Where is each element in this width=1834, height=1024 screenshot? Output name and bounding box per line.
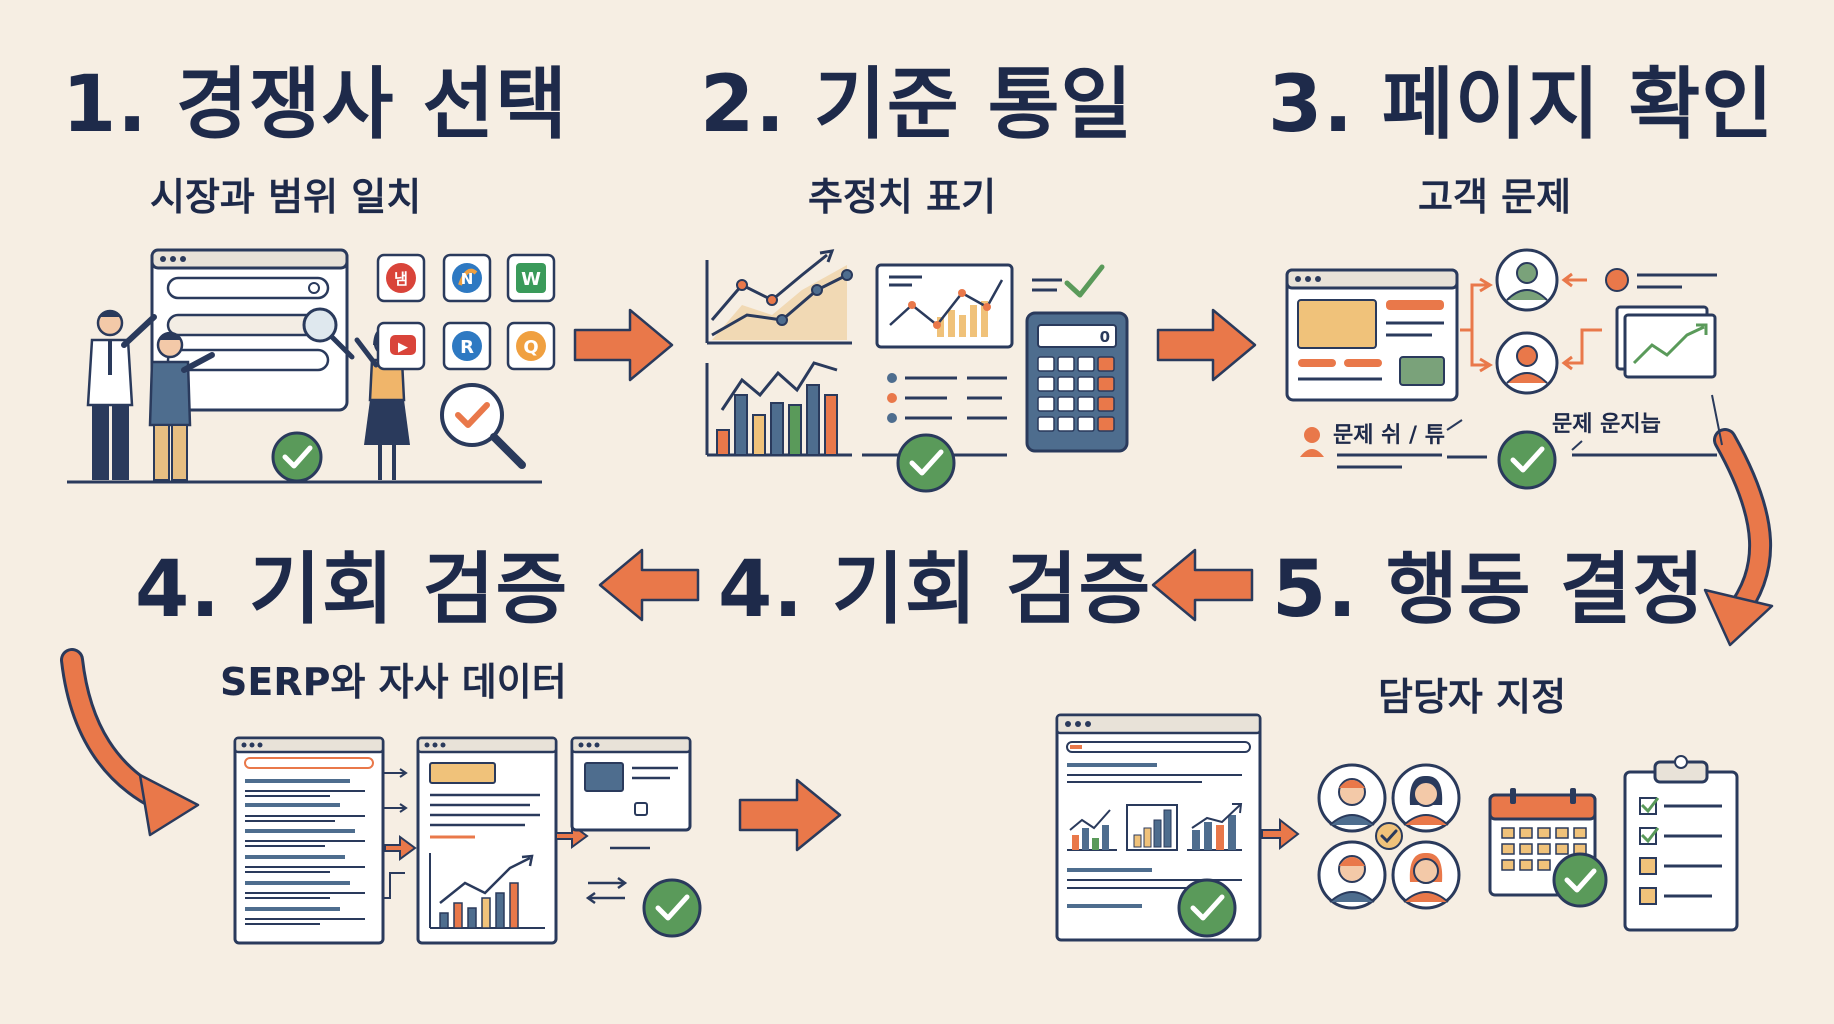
person-pointing-2	[148, 331, 215, 481]
landing-page-window	[1285, 268, 1459, 402]
step1-illustration: 냄 N W ▶ R Q	[67, 248, 556, 484]
check-circle-icon	[1177, 878, 1237, 938]
calculator-display: 0	[1100, 328, 1110, 346]
small-check-icon	[1375, 822, 1403, 850]
competitor-logos	[376, 253, 556, 371]
check-circle-icon	[896, 433, 956, 493]
logo-text-5: R	[460, 337, 474, 358]
step1-title: 1. 경쟁사 선택	[62, 60, 569, 150]
chart-card-icon	[875, 263, 1014, 349]
curved-arrow-down-left	[60, 648, 200, 837]
arrow-right-2	[1156, 308, 1257, 382]
magnifier-icon	[302, 307, 355, 360]
magnifier-check-icon	[440, 383, 526, 469]
check-circle-icon	[642, 878, 702, 938]
assignee-avatar-4	[1391, 840, 1461, 910]
assignee-avatar-1	[1317, 763, 1387, 833]
step2-subtitle: 추정치 표기	[808, 175, 997, 219]
step5-illustration	[1055, 713, 1739, 942]
arrow-right-1	[573, 308, 674, 382]
calculator-icon	[1025, 311, 1129, 453]
logo-text-4: ▶	[398, 340, 408, 355]
person-icon-small	[1300, 427, 1324, 457]
step5-subtitle: 담당자 지정	[1378, 675, 1567, 719]
check-circle-icon	[1552, 852, 1608, 908]
step4a-subtitle: SERP와 자사 데이터	[220, 660, 567, 704]
step3-label-right: 문제 운지늡	[1552, 412, 1661, 437]
browser-window	[150, 248, 349, 412]
step3-label-left: 문제 쉬 / 튜	[1333, 423, 1445, 448]
result-page	[570, 736, 692, 832]
logo-text-6: Q	[523, 337, 538, 358]
line-chart-icon	[705, 249, 853, 345]
step4b-title: 4. 기회 검증	[718, 545, 1152, 635]
step1-subtitle: 시장과 범위 일치	[150, 175, 422, 219]
serp-page	[233, 736, 385, 945]
step4-illustration	[233, 736, 702, 945]
clipboard-checklist-icon	[1623, 755, 1739, 932]
logo-text-3: W	[521, 269, 541, 290]
checklist-icon	[1032, 264, 1105, 298]
bar-chart-icon	[705, 361, 852, 457]
step3-illustration	[1285, 248, 1723, 490]
step2-title: 2. 기준 통일	[700, 60, 1134, 150]
customer-avatar-2	[1495, 331, 1559, 395]
step2-illustration: 0	[705, 249, 1129, 493]
check-circle-icon	[1497, 430, 1557, 490]
growth-chart-cards	[1615, 305, 1717, 379]
search-icon	[308, 282, 320, 294]
customer-avatar-1	[1495, 248, 1559, 312]
logo-text-1: 냄	[394, 270, 408, 288]
arrow-right-3	[738, 778, 842, 852]
check-circle-icon	[271, 431, 323, 483]
arrow-left-1	[1151, 548, 1254, 622]
step5-title: 5. 행동 결정	[1272, 545, 1706, 635]
curved-arrow-down-right	[1703, 428, 1774, 647]
person-pointing-1	[86, 309, 157, 480]
own-data-page	[416, 736, 558, 945]
step3-title: 3. 페이지 확인	[1268, 60, 1775, 150]
step4a-title: 4. 기회 검증	[135, 545, 569, 635]
logo-text-2: N	[461, 270, 474, 288]
step3-subtitle: 고객 문제	[1418, 175, 1572, 219]
assignee-avatar-2	[1391, 763, 1461, 833]
arrow-left-2	[598, 548, 700, 622]
assignee-avatar-3	[1317, 840, 1387, 910]
